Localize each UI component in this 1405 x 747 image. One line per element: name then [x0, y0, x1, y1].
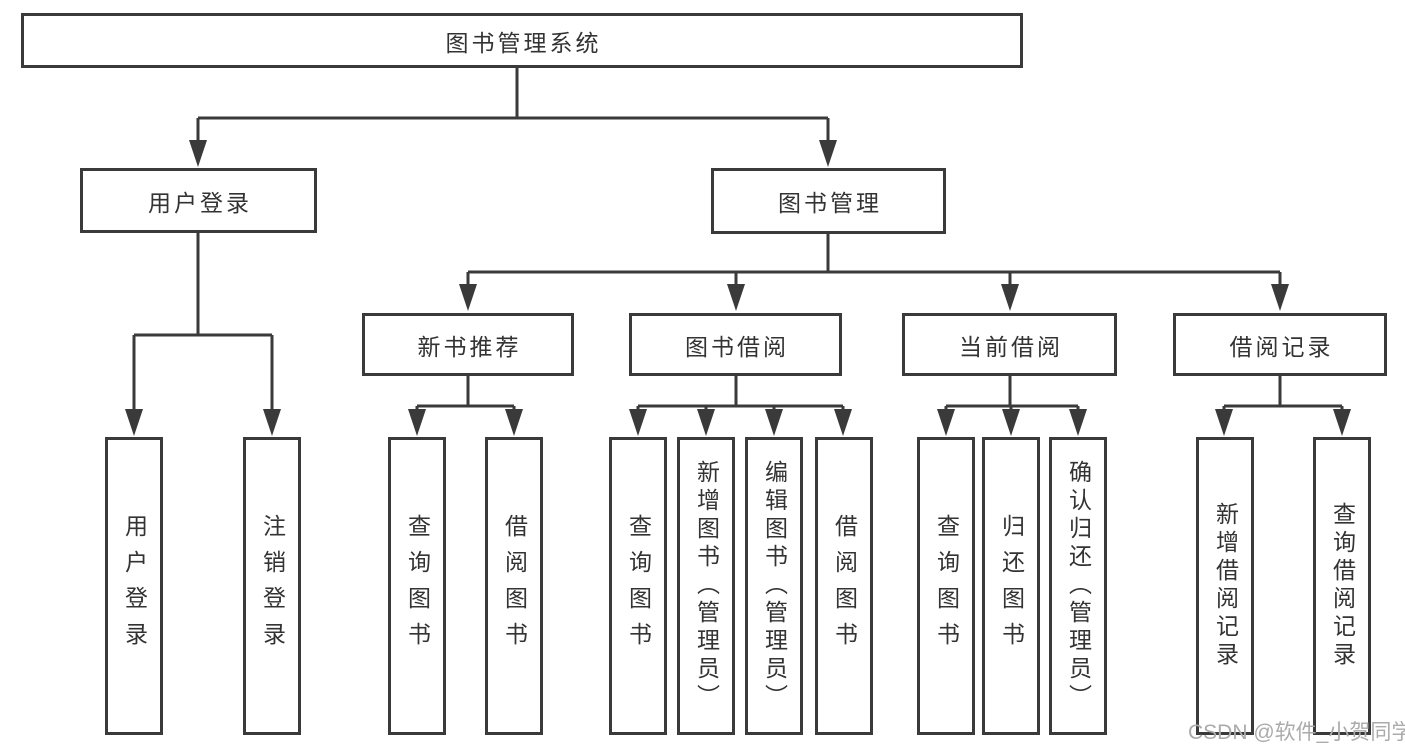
leaf-confirm-return-admin-label: 确认归还（管理员） [1065, 460, 1092, 712]
leaf-query-borrow-record-label: 查询借阅记录 [1329, 502, 1356, 670]
node-user-login: 用户登录 [80, 168, 317, 233]
csdn-watermark: CSDN @软件_小贺同学 [1188, 721, 1405, 744]
leaf-edit-books-admin: 编辑图书（管理员） [745, 437, 803, 735]
leaf-borrow-books-recommend: 借阅图书 [485, 437, 543, 735]
leaf-query-books-recommend: 查询图书 [388, 437, 446, 735]
leaf-query-books-current-label: 查询图书 [933, 514, 960, 658]
node-book-management-label: 图书管理 [778, 190, 882, 216]
node-book-borrow-label: 图书借阅 [685, 333, 789, 360]
leaf-query-books-recommend-label: 查询图书 [404, 514, 431, 658]
leaf-add-borrow-record-label: 新增借阅记录 [1212, 502, 1239, 670]
leaf-borrow-books-recommend-label: 借阅图书 [501, 514, 528, 658]
leaf-logout: 注销登录 [243, 437, 301, 735]
leaf-add-books-admin: 新增图书（管理员） [677, 437, 735, 735]
node-current-borrow: 当前借阅 [902, 313, 1117, 376]
leaf-return-books-label: 归还图书 [998, 514, 1025, 658]
leaf-logout-label: 注销登录 [259, 514, 286, 658]
leaf-add-books-admin-label: 新增图书（管理员） [693, 460, 720, 712]
leaf-borrow-books: 借阅图书 [815, 437, 873, 735]
node-borrow-records-label: 借阅记录 [1229, 333, 1334, 360]
leaf-edit-books-admin-label: 编辑图书（管理员） [761, 460, 788, 712]
node-book-borrow: 图书借阅 [629, 313, 842, 376]
leaf-query-borrow-record: 查询借阅记录 [1313, 437, 1371, 735]
leaf-borrow-books-label: 借阅图书 [831, 514, 858, 658]
node-new-book-recommend-label: 新书推荐 [417, 333, 522, 360]
node-book-management: 图书管理 [711, 168, 946, 234]
leaf-return-books: 归还图书 [982, 437, 1040, 735]
node-new-book-recommend: 新书推荐 [362, 313, 574, 376]
leaf-user-login: 用户登录 [105, 437, 163, 735]
leaf-add-borrow-record: 新增借阅记录 [1196, 437, 1254, 735]
leaf-confirm-return-admin: 确认归还（管理员） [1049, 437, 1107, 735]
leaf-user-login-label: 用户登录 [121, 514, 148, 658]
leaf-query-books-borrow-label: 查询图书 [625, 514, 652, 658]
node-current-borrow-label: 当前借阅 [959, 333, 1063, 360]
node-root: 图书管理系统 [21, 13, 1023, 68]
node-user-login-label: 用户登录 [148, 189, 252, 216]
leaf-query-books-current: 查询图书 [917, 437, 975, 735]
leaf-query-books-borrow: 查询图书 [609, 437, 667, 735]
node-root-label: 图书管理系统 [445, 29, 602, 56]
node-borrow-records: 借阅记录 [1173, 313, 1387, 376]
